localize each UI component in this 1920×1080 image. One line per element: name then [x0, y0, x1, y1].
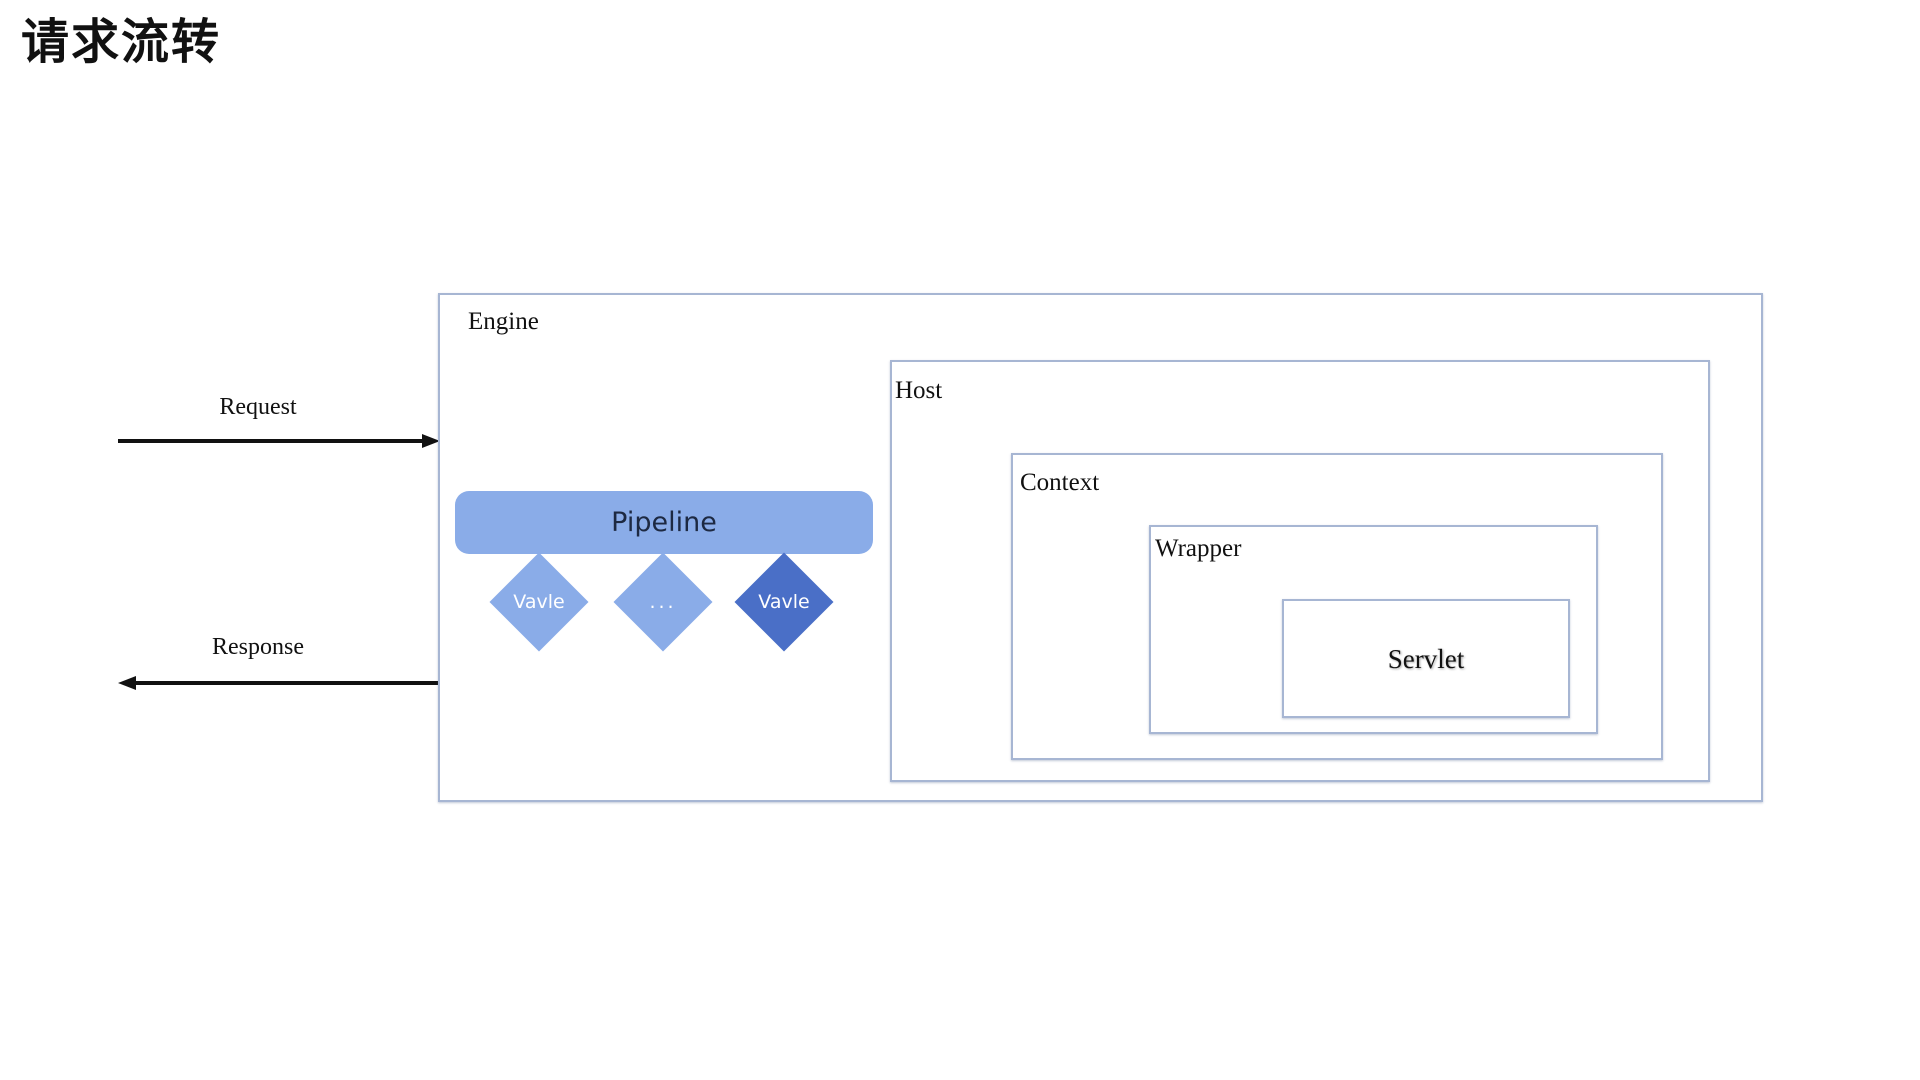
response-arrow — [118, 676, 440, 690]
engine-label: Engine — [468, 308, 539, 335]
context-label: Context — [1020, 469, 1100, 496]
valve-2: ... — [613, 552, 713, 652]
valve-label: Vavle — [513, 591, 565, 613]
pipeline-bar: Pipeline — [455, 491, 873, 554]
wrapper-label: Wrapper — [1155, 535, 1242, 562]
engine-box — [438, 293, 1763, 802]
context-box — [1011, 453, 1663, 760]
host-label: Host — [895, 377, 943, 404]
host-box — [890, 360, 1710, 782]
valve-1: Vavle — [489, 552, 589, 652]
request-arrow — [118, 434, 440, 448]
page-title: 请求流转 — [21, 14, 222, 70]
servlet-label: Servlet — [1387, 643, 1465, 674]
request-label: Request — [219, 394, 297, 420]
pipeline-label: Pipeline — [611, 507, 717, 538]
valve-label: Vavle — [758, 591, 810, 613]
valve-label: ... — [649, 591, 677, 613]
servlet-box — [1282, 599, 1570, 718]
wrapper-box — [1149, 525, 1598, 734]
response-label: Response — [212, 634, 304, 660]
request-arrowhead — [422, 434, 440, 448]
valve-3: Vavle — [734, 552, 834, 652]
response-arrowhead — [118, 676, 136, 690]
